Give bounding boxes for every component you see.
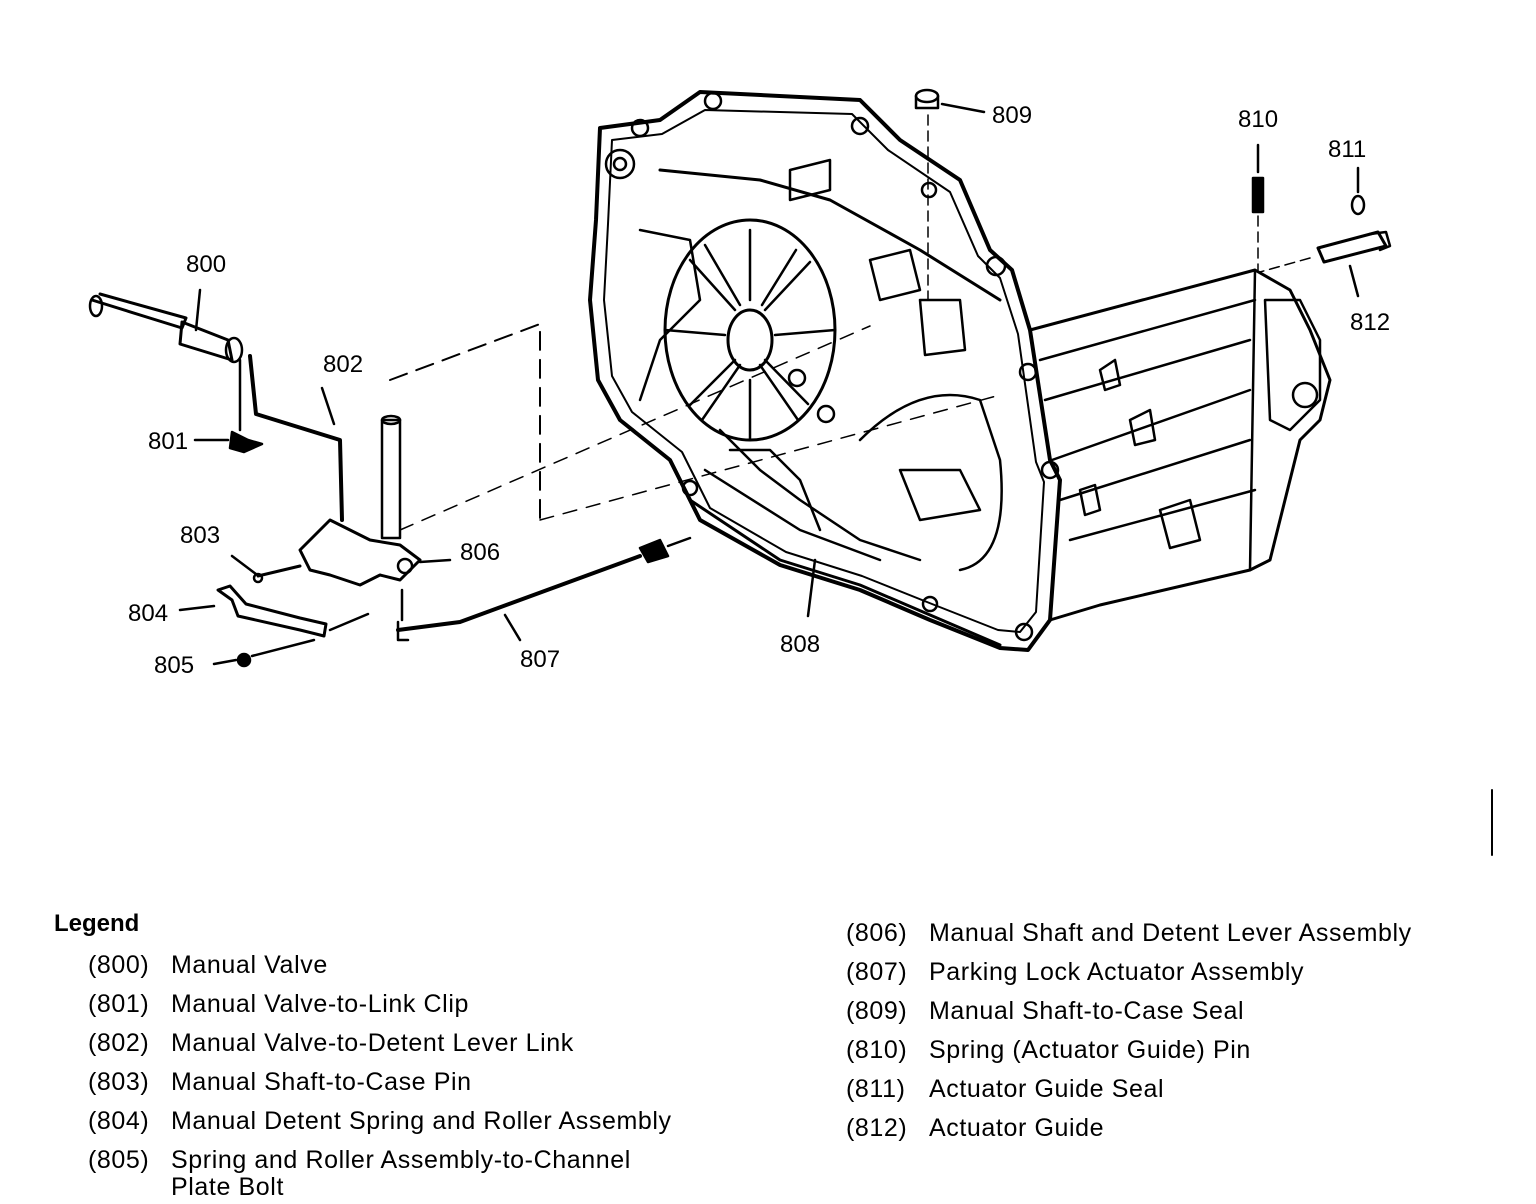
legend-desc: Manual Shaft-to-Case Pin bbox=[171, 1068, 472, 1096]
legend-desc: Spring (Actuator Guide) Pin bbox=[929, 1036, 1251, 1064]
legend-item: (801) Manual Valve-to-Link Clip bbox=[88, 985, 672, 1024]
legend-desc: Actuator Guide Seal bbox=[929, 1075, 1165, 1103]
legend-desc: Parking Lock Actuator Assembly bbox=[929, 958, 1305, 986]
callout-811: 811 bbox=[1328, 136, 1366, 163]
legend-title: Legend bbox=[54, 910, 140, 937]
legend-desc: Manual Shaft-to-Case Seal bbox=[929, 997, 1245, 1025]
legend-item: (805) Spring and Roller Assembly-to-Chann… bbox=[88, 1141, 672, 1201]
legend-desc: Actuator Guide bbox=[929, 1114, 1105, 1142]
callout-800: 800 bbox=[186, 251, 226, 278]
legend-desc: Manual Valve-to-Detent Lever Link bbox=[171, 1029, 574, 1057]
legend-item: (800) Manual Valve bbox=[88, 946, 672, 985]
callout-806: 806 bbox=[460, 539, 500, 566]
legend-desc: Manual Valve bbox=[171, 951, 328, 979]
legend-code: (806) bbox=[846, 919, 908, 947]
legend-code: (809) bbox=[846, 997, 908, 1025]
legend-code: (805) bbox=[88, 1146, 150, 1174]
actuator-guide-part bbox=[1259, 166, 1392, 298]
case-pin-part bbox=[230, 554, 302, 584]
legend-code: (804) bbox=[88, 1107, 150, 1135]
legend-code: (812) bbox=[846, 1114, 908, 1142]
legend-right-column: (806) Manual Shaft and Detent Lever Assem… bbox=[846, 914, 1412, 1148]
legend-item: (810) Spring (Actuator Guide) Pin bbox=[846, 1031, 1412, 1070]
legend-item: (803) Manual Shaft-to-Case Pin bbox=[88, 1063, 672, 1102]
detent-lever-link-part bbox=[248, 354, 344, 522]
callout-801: 801 bbox=[148, 428, 188, 455]
parking-lock-actuator-part bbox=[396, 536, 692, 642]
callout-809: 809 bbox=[992, 102, 1032, 129]
legend-code: (811) bbox=[846, 1075, 906, 1103]
legend-code: (800) bbox=[88, 951, 150, 979]
callout-812: 812 bbox=[1350, 309, 1390, 336]
channel-plate-bolt-part bbox=[212, 638, 316, 668]
legend-item: (809) Manual Shaft-to-Case Seal bbox=[846, 992, 1412, 1031]
callout-805: 805 bbox=[154, 652, 194, 679]
exploded-view-diagram: 800 801 802 803 804 805 806 807 808 809 … bbox=[88, 88, 1493, 856]
valve-link-clip-part bbox=[193, 358, 264, 454]
legend-left-column: (800) Manual Valve (801) Manual Valve-to-L… bbox=[88, 946, 672, 1201]
manual-shaft-part bbox=[298, 323, 1001, 587]
legend-item: (811) Actuator Guide Seal bbox=[846, 1070, 1412, 1109]
legend-item: (807) Parking Lock Actuator Assembly bbox=[846, 953, 1412, 992]
legend-code: (807) bbox=[846, 958, 908, 986]
callout-807: 807 bbox=[520, 646, 560, 673]
legend-item: (806) Manual Shaft and Detent Lever Assem… bbox=[846, 914, 1412, 953]
manual-shaft-seal-part bbox=[914, 88, 986, 301]
callout-802: 802 bbox=[323, 351, 363, 378]
callout-804: 804 bbox=[128, 600, 168, 627]
transmission-case bbox=[588, 90, 1332, 652]
callout-803: 803 bbox=[180, 522, 220, 549]
spring-pin-part bbox=[1251, 143, 1265, 271]
legend-item: (812) Actuator Guide bbox=[846, 1109, 1412, 1148]
legend-desc: Manual Detent Spring and Roller Assembly bbox=[171, 1107, 672, 1135]
legend-code: (803) bbox=[88, 1068, 150, 1096]
legend-code: (802) bbox=[88, 1029, 150, 1057]
callout-808: 808 bbox=[780, 631, 820, 658]
legend-desc: Manual Valve-to-Link Clip bbox=[171, 990, 469, 1018]
legend-desc: Spring and Roller Assembly-to-Channel Pl… bbox=[171, 1146, 631, 1201]
legend-code: (801) bbox=[88, 990, 150, 1018]
case-leader bbox=[806, 558, 817, 618]
legend-code: (810) bbox=[846, 1036, 908, 1064]
legend-desc: Manual Shaft and Detent Lever Assembly bbox=[929, 919, 1412, 947]
detent-spring-part bbox=[178, 584, 370, 638]
manual-valve-part bbox=[88, 288, 244, 364]
callout-810: 810 bbox=[1238, 106, 1278, 133]
legend-item: (802) Manual Valve-to-Detent Lever Link bbox=[88, 1024, 672, 1063]
legend-item: (804) Manual Detent Spring and Roller Ass… bbox=[88, 1102, 672, 1141]
